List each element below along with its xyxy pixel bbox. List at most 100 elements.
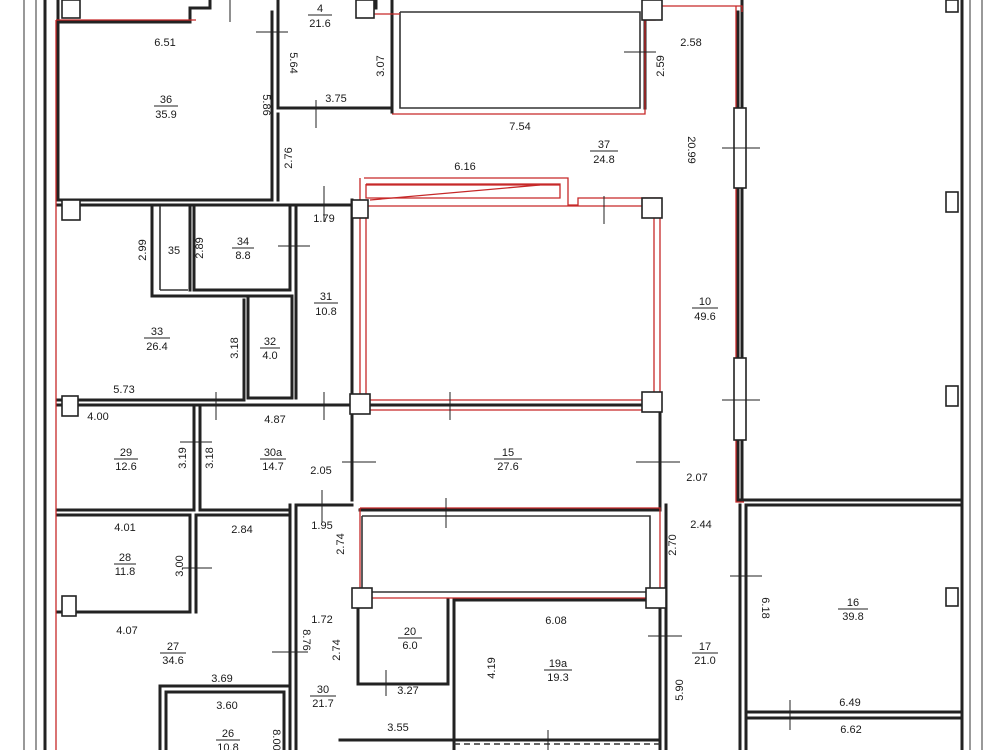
room-number: 15 [502, 447, 514, 459]
dimension-label: 6.49 [839, 697, 860, 709]
dimension-label: 4.00 [87, 411, 108, 423]
room-number: 32 [264, 336, 276, 348]
room-29-label: 29 12.6 [114, 447, 138, 473]
column [733, 357, 747, 441]
column [945, 0, 959, 13]
dimension-label: 8.76 [300, 629, 312, 650]
column [351, 199, 369, 219]
room-area: 14.7 [262, 461, 283, 473]
dimension-label: 2.59 [655, 55, 667, 76]
dimension-label: 2.89 [194, 237, 206, 258]
room-area: 21.0 [694, 655, 715, 667]
dimension-label: 5.90 [674, 679, 686, 700]
room-number: 19a [549, 658, 568, 670]
dimension-label: 3.00 [174, 555, 186, 576]
dimension-label: 4.19 [486, 657, 498, 678]
dimension-label: 2.99 [137, 239, 149, 260]
dimension-label: 3.69 [211, 673, 232, 685]
room-27-label: 27 34.6 [160, 641, 186, 667]
room-number: 37 [598, 139, 610, 151]
room-number: 35 [168, 245, 180, 257]
dimension-label: 3.18 [229, 337, 241, 358]
room-number: 20 [404, 626, 416, 638]
dimension-label: 20.99 [685, 136, 697, 164]
dimension-label: 3.18 [204, 447, 216, 468]
column [351, 587, 373, 609]
dimension-label: 7.54 [509, 121, 530, 133]
column [61, 595, 77, 617]
room-number: 30 [317, 684, 329, 696]
room-36-label: 36 35.9 [154, 94, 178, 121]
room-26-label: 26 10.8 [216, 728, 240, 750]
dimension-label: 6.18 [759, 597, 771, 618]
room-30a-label: 30a 14.7 [260, 447, 286, 473]
room-area: 39.8 [842, 611, 863, 623]
column [61, 395, 79, 417]
dimension-label: 4.01 [114, 522, 135, 534]
room-area: 12.6 [115, 461, 136, 473]
dimension-label: 1.79 [313, 213, 334, 225]
room-16-label: 16 39.8 [838, 597, 868, 623]
column [641, 391, 663, 413]
walls [56, 0, 964, 750]
room-number: 33 [151, 326, 163, 338]
dimension-label: 2.44 [690, 519, 711, 531]
dimension-label: 8.00 [270, 729, 282, 750]
room-area: 10.8 [315, 306, 336, 318]
column [945, 191, 959, 213]
column [355, 0, 375, 19]
room-15-label: 15 27.6 [494, 447, 522, 473]
openings [180, 0, 791, 750]
dimension-label: 2.84 [231, 524, 252, 536]
room-17-label: 17 21.0 [692, 641, 718, 667]
premises-outline [55, 0, 744, 750]
dimension-label: 6.51 [154, 37, 175, 49]
room-33-label: 33 26.4 [144, 326, 170, 353]
dimension-label: 6.62 [840, 724, 861, 736]
room-area: 8.8 [235, 250, 250, 262]
room-area: 34.6 [162, 655, 183, 667]
column [645, 587, 667, 609]
room-number: 4 [317, 3, 323, 15]
dimension-label: 3.07 [375, 55, 387, 76]
dimension-label: 2.74 [335, 533, 347, 554]
column [945, 587, 959, 607]
dimension-label: 2.76 [283, 147, 295, 168]
room-area: 35.9 [155, 109, 176, 121]
dimension-label: 4.07 [116, 625, 137, 637]
dimension-label: 3.55 [387, 722, 408, 734]
room-number: 27 [167, 641, 179, 653]
dimension-label: 2.58 [680, 37, 701, 49]
dimension-label: 1.95 [311, 520, 332, 532]
room-number: 30a [264, 447, 283, 459]
room-number: 29 [120, 447, 132, 459]
room-area: 11.8 [115, 566, 136, 578]
room-area: 4.0 [262, 350, 277, 362]
column [349, 393, 371, 415]
dimension-label: 5.64 [287, 52, 299, 73]
dimension-label: 5.86 [260, 94, 272, 115]
dimension-label: 1.72 [311, 614, 332, 626]
room-31-label: 31 10.8 [314, 291, 338, 318]
column [641, 0, 663, 21]
room-area: 10.8 [217, 742, 238, 750]
columns [61, 0, 959, 617]
room-area: 24.8 [593, 154, 614, 166]
dimension-labels: 6.51 5.64 3.07 2.58 2.59 5.86 3.75 7.54 … [87, 37, 861, 750]
room-37-label: 37 24.8 [590, 139, 618, 166]
dimension-label: 2.74 [331, 639, 343, 660]
room-30-label: 30 21.7 [310, 684, 336, 710]
room-area: 27.6 [497, 461, 518, 473]
room-20-label: 20 6.0 [398, 626, 422, 652]
room-number: 26 [222, 728, 234, 740]
room-10-label: 10 49.6 [692, 296, 718, 323]
dimension-label: 4.87 [264, 414, 285, 426]
outer-frame [23, 0, 983, 750]
dimension-label: 2.05 [310, 465, 331, 477]
room-area: 19.3 [547, 672, 568, 684]
column [61, 199, 81, 221]
room-number: 28 [119, 552, 131, 564]
room-34-label: 34 8.8 [232, 236, 254, 262]
room-area: 49.6 [694, 311, 715, 323]
